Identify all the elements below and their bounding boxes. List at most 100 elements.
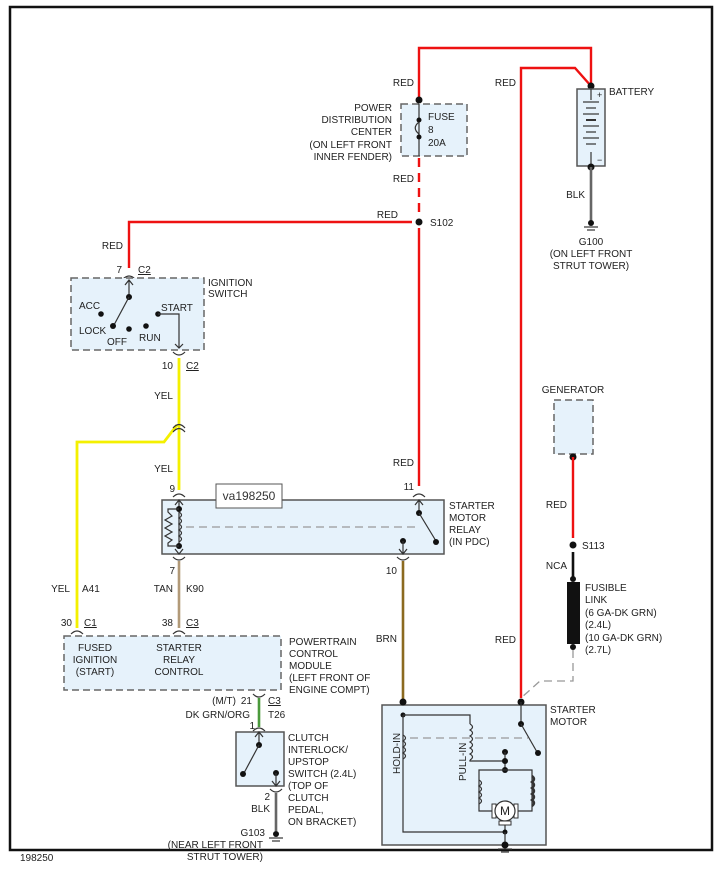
ground-g103-location: STRUT TOWER) bbox=[187, 852, 263, 863]
power-distribution-center: FUSE 8 20A POWER DISTRIBUTION CENTER (ON… bbox=[309, 96, 468, 163]
splice-s102-label: S102 bbox=[430, 218, 454, 229]
circuit-label-a41: A41 bbox=[82, 584, 100, 595]
starter-relay-label: RELAY bbox=[449, 525, 481, 536]
connector-icon bbox=[172, 493, 186, 498]
pcm-input-label: FUSED bbox=[78, 643, 112, 654]
connector-icon bbox=[172, 630, 186, 635]
wire-label-red: RED bbox=[495, 78, 516, 89]
connector-icon bbox=[172, 427, 186, 433]
pin-label: 7 bbox=[116, 265, 122, 276]
splice-s113 bbox=[569, 541, 577, 549]
ground-g103-label: G103 bbox=[241, 828, 266, 839]
svg-text:(ON LEFT FRONT: (ON LEFT FRONT bbox=[309, 140, 392, 151]
connector-icon bbox=[269, 788, 283, 793]
clutch-interlock-switch bbox=[235, 731, 285, 787]
wire-label-red: RED bbox=[377, 210, 398, 221]
pcm-label: MODULE bbox=[289, 661, 332, 672]
switch-position-lock: LOCK bbox=[79, 326, 107, 337]
starter-motor bbox=[381, 698, 547, 846]
fusible-link-label: (2.4L) bbox=[585, 620, 611, 631]
pull-in-label: PULL-IN bbox=[458, 743, 469, 781]
connector-icon bbox=[172, 556, 186, 561]
wire-label-dk-grn-org: DK GRN/ORG bbox=[186, 710, 251, 721]
fuse-label: FUSE bbox=[428, 112, 455, 123]
pcm-label: (LEFT FRONT OF bbox=[289, 673, 370, 684]
pcm-label: CONTROL bbox=[289, 649, 338, 660]
wire-label-red: RED bbox=[393, 458, 414, 469]
connector-icon bbox=[172, 423, 186, 429]
mt-note: (M/T) bbox=[212, 696, 236, 707]
wire-label-red: RED bbox=[393, 174, 414, 185]
connector-label: C2 bbox=[186, 361, 199, 372]
fuse-icon bbox=[414, 121, 420, 135]
pin-label: 30 bbox=[61, 618, 73, 629]
starter-motor-label: STARTER bbox=[550, 705, 596, 716]
clutch-switch-label: (TOP OF bbox=[288, 781, 328, 792]
wire-label-blk: BLK bbox=[566, 190, 585, 201]
hold-in-coil-icon bbox=[401, 734, 407, 760]
pin-label: 9 bbox=[169, 484, 175, 495]
diagram-id-box bbox=[215, 483, 283, 509]
wire-red-s102-to-ignition bbox=[127, 220, 412, 268]
pin-label: 1 bbox=[249, 721, 255, 732]
wire-red-battery-to-starter bbox=[519, 66, 592, 698]
ground-icon bbox=[498, 841, 512, 853]
pin-label: 7 bbox=[169, 566, 175, 577]
powertrain-control-module: FUSED IGNITION (START) STARTER RELAY CON… bbox=[63, 635, 282, 691]
wire-red-battery-to-pdc bbox=[417, 46, 593, 100]
splice-s113-label: S113 bbox=[582, 541, 605, 552]
ground-g103-location: (NEAR LEFT FRONT bbox=[168, 840, 263, 851]
starter-relay-label: STARTER bbox=[449, 501, 495, 512]
connector-label: C1 bbox=[84, 618, 97, 629]
wire-label-blk: BLK bbox=[251, 804, 270, 815]
clutch-switch-label: UPSTOP bbox=[288, 757, 329, 768]
switch-position-run: RUN bbox=[139, 333, 161, 344]
wire-label-red: RED bbox=[495, 635, 516, 646]
connector-icon bbox=[252, 693, 266, 698]
clutch-switch-label: INTERLOCK/ bbox=[288, 745, 348, 756]
pcm-input-label: IGNITION bbox=[73, 655, 117, 666]
fusible-link-dashed-connection bbox=[520, 650, 574, 699]
battery-positive-terminal bbox=[587, 82, 595, 90]
battery-plus-sign: + bbox=[597, 90, 602, 100]
starter-relay-label: MOTOR bbox=[449, 513, 486, 524]
svg-text:INNER FENDER): INNER FENDER) bbox=[314, 152, 392, 163]
pcm-output-label: RELAY bbox=[163, 655, 195, 666]
connector-icon bbox=[252, 727, 266, 732]
pin-label: 2 bbox=[264, 792, 270, 803]
pin-label: 10 bbox=[386, 566, 398, 577]
wire-label-tan: TAN bbox=[154, 584, 173, 595]
wire-label-yel: YEL bbox=[154, 464, 173, 475]
fusible-link-label: LINK bbox=[585, 595, 608, 606]
splice-s102 bbox=[415, 218, 423, 226]
pin-label: 11 bbox=[404, 482, 415, 493]
circuit-label-k90: K90 bbox=[186, 584, 204, 595]
fusible-link-label: (6 GA-DK GRN) bbox=[585, 608, 657, 619]
clutch-switch-label: SWITCH (2.4L) bbox=[288, 769, 356, 780]
wire-label-yel: YEL bbox=[51, 584, 70, 595]
svg-text:DISTRIBUTION: DISTRIBUTION bbox=[321, 115, 392, 126]
pin-label: 21 bbox=[241, 696, 253, 707]
fuse-rating: 20A bbox=[428, 138, 446, 149]
svg-text:POWER: POWER bbox=[354, 103, 392, 114]
circuit-label-t26: T26 bbox=[268, 710, 286, 721]
starter-relay-label: (IN PDC) bbox=[449, 537, 490, 548]
figure-number: 198250 bbox=[20, 853, 54, 864]
ground-icon bbox=[269, 831, 283, 842]
motor-label: M bbox=[500, 804, 510, 818]
connector-icon bbox=[70, 630, 84, 635]
fusible-link bbox=[567, 582, 580, 644]
connector-label: C3 bbox=[268, 696, 281, 707]
battery: + − bbox=[576, 88, 606, 167]
ignition-switch-label: IGNITION bbox=[208, 278, 252, 289]
ignition-switch-label: SWITCH bbox=[208, 289, 247, 300]
switch-position-acc: ACC bbox=[79, 301, 100, 312]
fuse-number: 8 bbox=[428, 125, 434, 136]
clutch-switch-label: CLUTCH bbox=[288, 733, 329, 744]
wire-label-nca: NCA bbox=[546, 561, 567, 572]
connector-label: C3 bbox=[186, 618, 199, 629]
wire-label-red: RED bbox=[393, 78, 414, 89]
connector-icon bbox=[172, 351, 186, 356]
pcm-label: ENGINE COMPT) bbox=[289, 685, 370, 696]
resistor-icon bbox=[163, 508, 179, 547]
